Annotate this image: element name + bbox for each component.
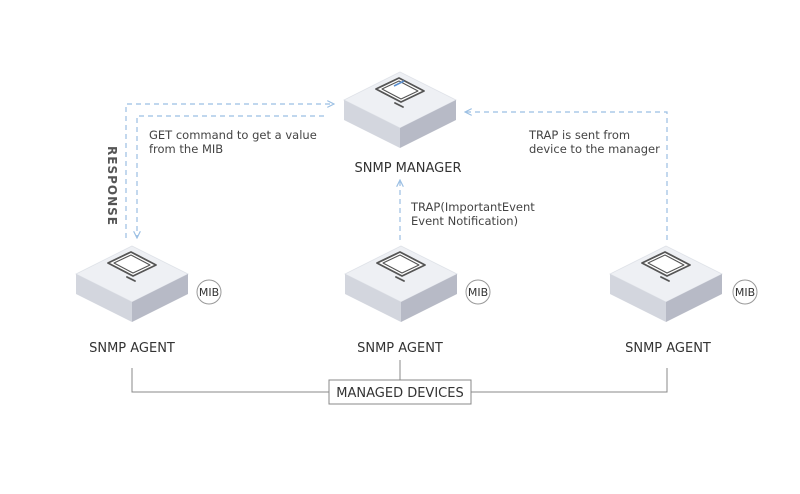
mib-left-badge (196, 279, 222, 305)
agent-right-platform-icon (609, 245, 723, 323)
snmp-agent-right: MIB SNMP AGENT (609, 245, 758, 356)
trap-right-note: TRAP is sent from device to the manager (528, 128, 660, 156)
mib-left-label: MIB (199, 286, 219, 299)
mib-right-label: MIB (735, 286, 755, 299)
bracket-left-line (131, 368, 329, 393)
managed-devices-group: MANAGED DEVICES (131, 360, 668, 405)
mib-middle-label: MIB (468, 286, 488, 299)
get-command-note: GET command to get a value from the MIB (149, 128, 317, 156)
agent-left-platform-icon (75, 245, 189, 323)
trap-middle-note: TRAP(ImportantEvent Event Notification) (410, 200, 535, 228)
get-command-arrow (125, 104, 334, 238)
trap-middle-line-2: Event Notification) (411, 214, 518, 228)
agent-middle-platform-icon (344, 245, 458, 323)
agent-left-label: SNMP AGENT (89, 341, 175, 356)
snmp-agent-middle: MIB SNMP AGENT (344, 245, 491, 356)
mib-middle-badge (465, 279, 491, 305)
get-command-line-2: from the MIB (149, 142, 223, 156)
get-command-line-1: GET command to get a value (149, 128, 317, 142)
bracket-right-line (471, 368, 668, 393)
mib-right-badge (732, 279, 758, 305)
trap-middle-line-1: TRAP(ImportantEvent (410, 200, 535, 214)
managed-devices-box (328, 379, 472, 405)
manager-label: SNMP MANAGER (355, 161, 462, 176)
snmp-agent-left: MIB SNMP AGENT (75, 245, 222, 356)
trap-right-line-1: TRAP is sent from (528, 128, 630, 142)
agent-right-label: SNMP AGENT (625, 341, 711, 356)
snmp-manager-node: SNMP MANAGER (343, 71, 462, 176)
response-label: RESPONSE (105, 146, 119, 226)
trap-right-arrow (465, 112, 668, 240)
managed-devices-label: MANAGED DEVICES (336, 386, 463, 401)
agent-middle-label: SNMP AGENT (357, 341, 443, 356)
trap-right-line-2: device to the manager (529, 142, 660, 156)
